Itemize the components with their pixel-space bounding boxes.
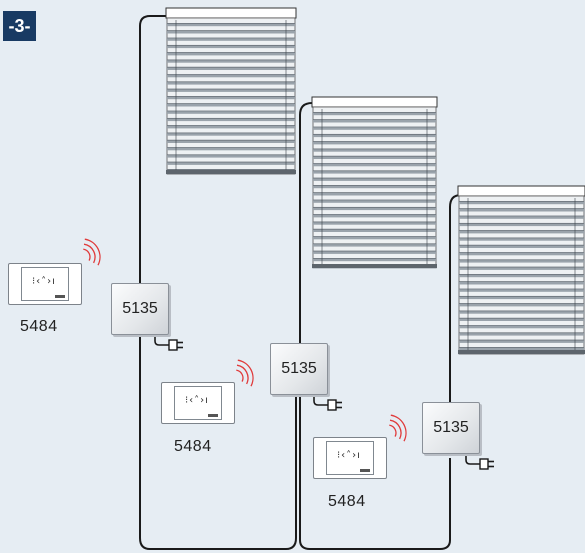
remote-label-1: 5484 <box>20 318 58 335</box>
radio-signal-icon <box>83 238 101 266</box>
remote-label-3: 5484 <box>328 493 366 510</box>
relay-module-2: 5135 <box>270 343 328 395</box>
wire-loop-1 <box>139 15 297 550</box>
window-blind-1 <box>165 7 297 175</box>
remote-switch-panel: ⁝‹˄›ı <box>326 441 374 475</box>
brand-logo <box>55 295 65 298</box>
window-blind-2 <box>311 96 438 269</box>
remote-switch-1: ⁝‹˄›ı <box>8 263 82 305</box>
arrows-icon: ⁝‹˄›ı <box>185 395 209 406</box>
remote-switch-panel: ⁝‹˄›ı <box>174 386 222 420</box>
step-badge: -3- <box>3 11 36 41</box>
power-plug-icon <box>154 335 183 351</box>
remote-switch-2: ⁝‹˄›ı <box>161 382 235 424</box>
radio-signal-icon <box>389 414 407 442</box>
relay-module-3: 5135 <box>422 402 480 454</box>
arrows-icon: ⁝‹˄›ı <box>337 450 361 461</box>
brand-logo <box>360 469 370 472</box>
remote-switch-3: ⁝‹˄›ı <box>313 437 387 479</box>
remote-label-2: 5484 <box>174 438 212 455</box>
window-blind-3 <box>457 185 585 355</box>
wire-loop-2 <box>299 102 451 550</box>
radio-signal-icon <box>236 359 254 387</box>
brand-logo <box>208 414 218 417</box>
remote-switch-panel: ⁝‹˄›ı <box>21 267 69 301</box>
power-plug-icon <box>313 395 342 411</box>
arrows-icon: ⁝‹˄›ı <box>32 276 56 287</box>
power-plug-icon <box>465 454 494 470</box>
relay-module-1: 5135 <box>111 283 169 335</box>
